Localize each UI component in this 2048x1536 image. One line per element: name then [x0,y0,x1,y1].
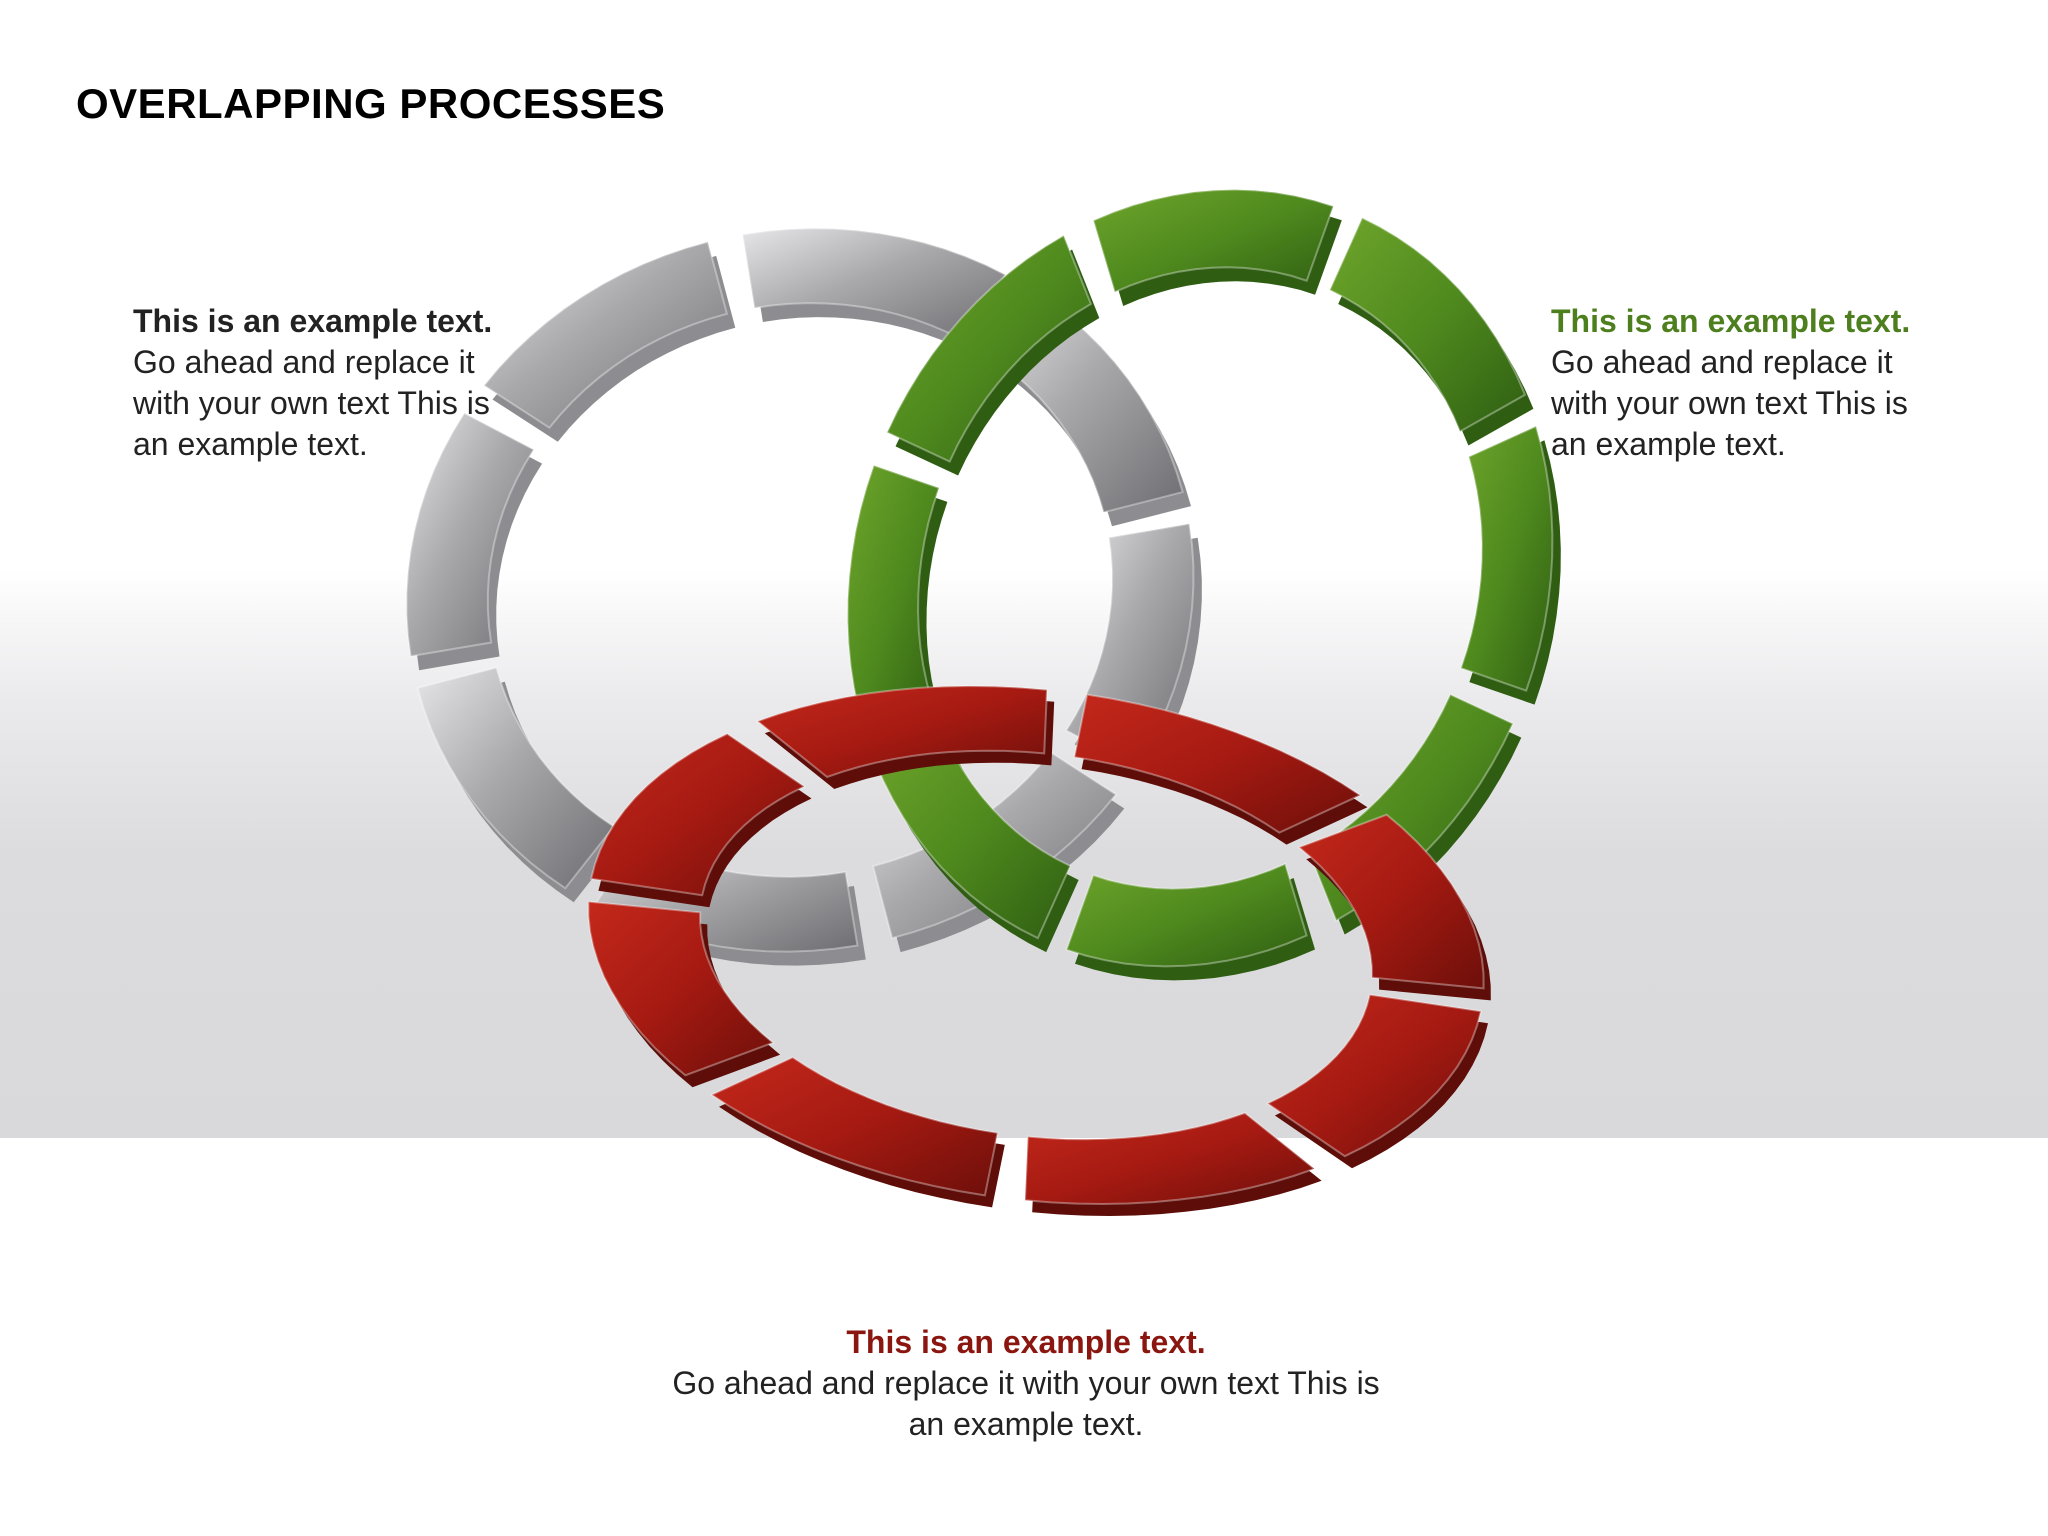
red-ring-segment [1265,993,1483,1158]
left-body: Go ahead and replace it with your own te… [133,344,490,462]
gray-ring-segment [482,240,729,430]
red-ring-segment [1297,813,1485,990]
green-ring-segment [1328,216,1527,433]
green-ring-segment [1459,424,1554,692]
red-ring-segment [709,1056,999,1197]
red-ring-segment [755,684,1049,779]
green-ring-segment [1065,862,1308,968]
page-title: OVERLAPPING PROCESSES [76,80,666,127]
red-ring-segment [589,732,807,897]
right-body: Go ahead and replace it with your own te… [1551,344,1908,462]
bottom-heading: This is an example text. [846,1324,1206,1360]
bottom-body: Go ahead and replace it with your own te… [672,1365,1380,1442]
gray-ring-segment [405,411,536,658]
left-text-block: This is an example text. Go ahead and re… [133,301,573,465]
right-heading: This is an example text. [1551,303,1911,339]
green-ring-segment [885,234,1093,463]
red-ring-segment [1023,1111,1317,1206]
red-ring-segment [587,900,775,1077]
gray-ring-segment [416,666,616,890]
left-heading: This is an example text. [133,303,493,339]
red-ring [587,684,1491,1216]
red-ring-segment [1073,693,1363,834]
bottom-text-block: This is an example text. Go ahead and re… [624,1322,1428,1445]
green-ring-segment [846,464,941,732]
right-text-block: This is an example text. Go ahead and re… [1551,301,1991,465]
green-ring-segment [1092,188,1335,294]
